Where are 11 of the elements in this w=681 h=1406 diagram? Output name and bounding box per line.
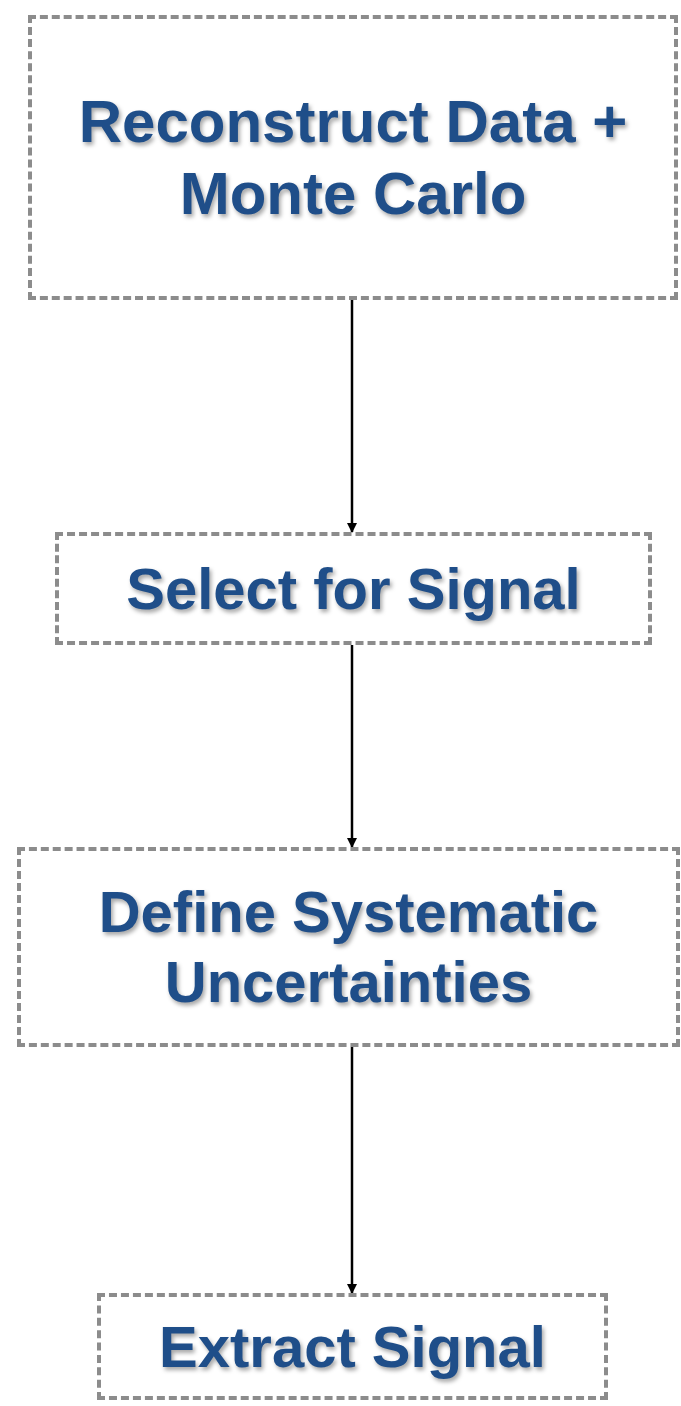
step-label: Define Systematic Uncertainties (97, 878, 600, 1016)
step-label: Extract Signal (158, 1312, 547, 1381)
step-label: Reconstruct Data + Monte Carlo (77, 86, 629, 229)
arrow (347, 300, 357, 533)
step-label: Select for Signal (125, 554, 582, 623)
process-box (28, 15, 678, 300)
process-box (17, 847, 680, 1047)
arrow (347, 645, 357, 848)
arrow (347, 1047, 357, 1294)
process-box (97, 1293, 608, 1400)
process-box (55, 532, 652, 645)
